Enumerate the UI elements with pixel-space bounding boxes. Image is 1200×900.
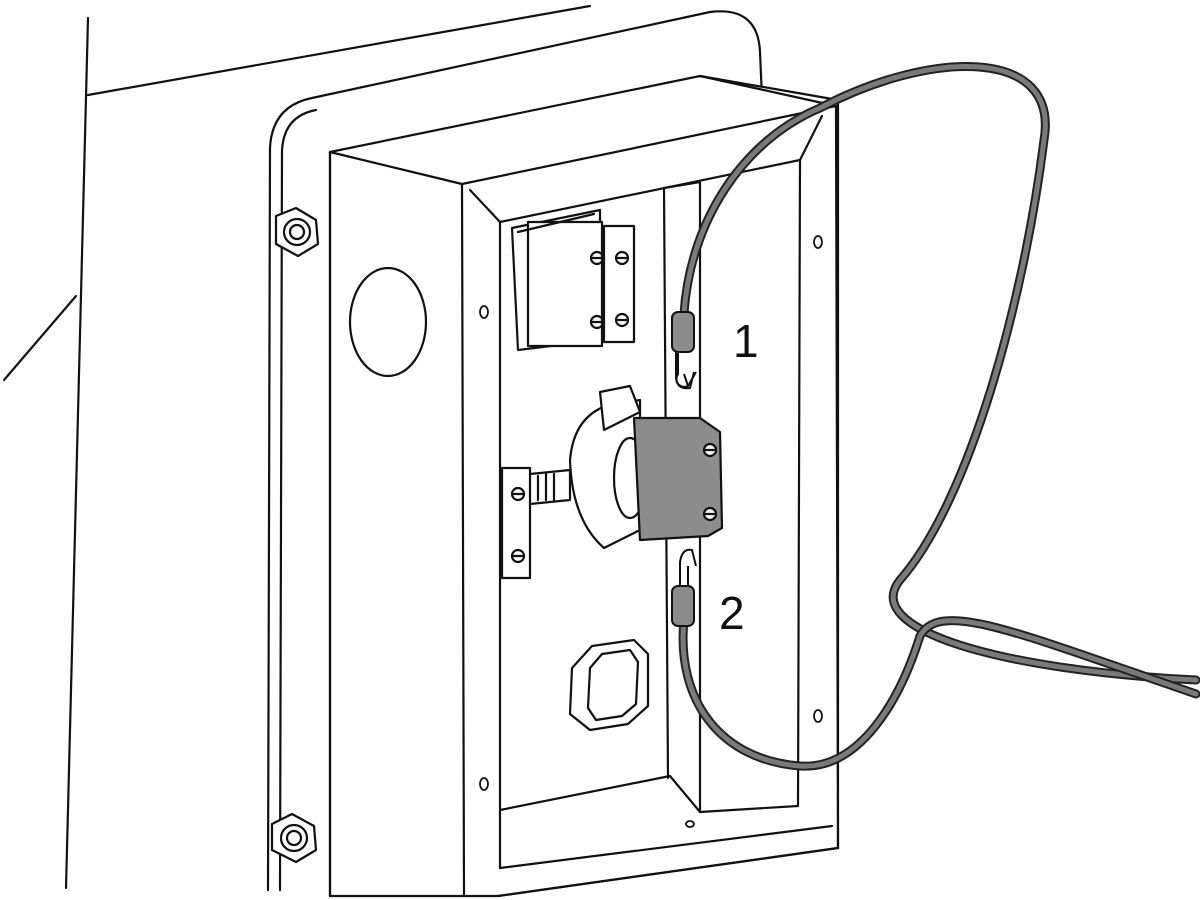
contact-block-lower-left — [500, 466, 572, 580]
callout-1: 1 — [733, 315, 759, 367]
ground-wires — [678, 62, 1200, 771]
fork-terminal-1 — [671, 311, 697, 390]
hex-nut-bottom — [270, 812, 318, 864]
contact-block-upper — [510, 208, 636, 352]
knockout-hole — [348, 266, 428, 378]
mounting-plate — [266, 10, 764, 892]
fork-terminal-2 — [671, 548, 697, 627]
cabinet-outline — [2, 4, 592, 890]
mounting-plate-inner-edge — [278, 108, 318, 892]
pushbutton-operator — [568, 384, 648, 550]
contact-module — [632, 416, 724, 542]
callout-2: 2 — [719, 587, 745, 639]
octagon-spacer — [568, 638, 650, 732]
screw-holes — [479, 235, 823, 828]
hex-nut-top — [274, 206, 320, 258]
